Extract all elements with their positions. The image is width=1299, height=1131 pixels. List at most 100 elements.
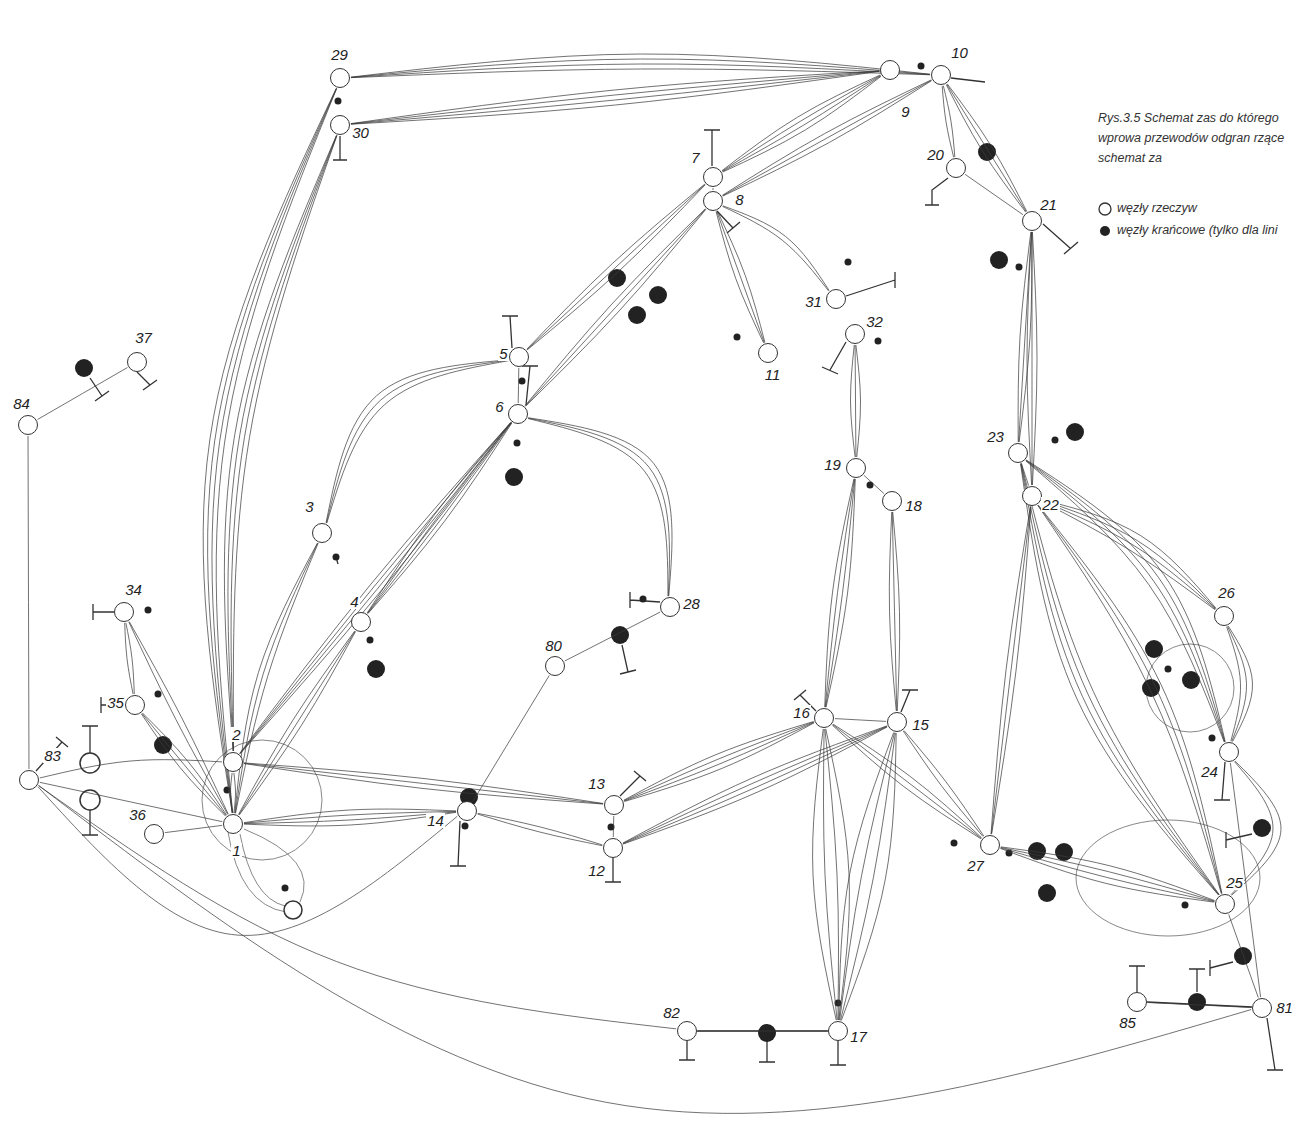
terminal-symbol — [822, 342, 846, 374]
terminal-symbol — [1189, 969, 1205, 992]
network-node: 35 — [125, 695, 145, 715]
line-bundle — [231, 773, 236, 813]
node-number: 13 — [587, 776, 606, 791]
network-node: 29 — [330, 68, 350, 88]
node-number: 23 — [986, 429, 1005, 444]
line-bundle — [141, 713, 226, 816]
auxiliary-node — [80, 753, 302, 919]
line-bundle — [40, 760, 222, 778]
line-bundle — [525, 209, 706, 406]
node-number: 17 — [849, 1029, 868, 1044]
network-node: 4 — [351, 612, 371, 632]
network-node: 82 — [677, 1021, 697, 1041]
terminal-dot — [367, 637, 374, 644]
terminal-symbol — [951, 78, 985, 82]
terminal-dot — [640, 596, 647, 603]
node-number: 24 — [1200, 764, 1219, 779]
network-node: 83 — [19, 770, 39, 790]
network-node: 26 — [1214, 606, 1234, 626]
loop-line — [1076, 820, 1260, 936]
terminal-node — [75, 143, 1271, 1042]
line-bundle — [38, 368, 128, 420]
network-node: 84 — [18, 415, 38, 435]
auxiliary-node — [284, 901, 302, 919]
terminal-dot — [145, 607, 152, 614]
network-node: 32 — [845, 324, 865, 344]
network-node: 13 — [604, 795, 624, 815]
terminal-symbol — [630, 592, 660, 608]
terminal-dot — [1165, 666, 1172, 673]
figure-caption: Rys.3.5 Schemat zas do którego wprowa pr… — [1098, 108, 1288, 168]
network-node: 85 — [1127, 992, 1147, 1012]
line-bundle — [1021, 463, 1220, 895]
terminal-symbol — [36, 78, 1283, 1070]
line-bundle — [38, 786, 676, 1029]
network-node: 20 — [946, 158, 966, 178]
node-number: 81 — [1275, 1000, 1294, 1015]
terminal-node — [611, 626, 629, 644]
line-bundle — [613, 816, 614, 837]
node-number: 1 — [231, 843, 241, 858]
network-node: 36 — [144, 824, 164, 844]
node-number: 16 — [792, 705, 811, 720]
line-bundle — [518, 368, 520, 403]
terminal-dot — [1182, 902, 1189, 909]
network-node: 23 — [1008, 443, 1028, 463]
line-bundle — [698, 1031, 827, 1032]
legend-text: węzły rzeczyw — [1117, 200, 1197, 218]
loop-line — [240, 834, 285, 906]
terminal-symbol — [93, 604, 114, 620]
loop-line — [228, 832, 286, 912]
terminal-dot — [1052, 437, 1059, 444]
line-bundle — [1148, 1003, 1251, 1008]
terminal-node — [1066, 423, 1084, 441]
node-number: 20 — [926, 147, 945, 162]
line-bundle — [326, 360, 509, 523]
node-number: 31 — [804, 294, 823, 309]
terminal-dot — [845, 259, 852, 266]
node-number: 2 — [231, 727, 241, 742]
terminal-symbol — [679, 1041, 695, 1060]
line-bundle — [722, 80, 931, 196]
network-node: 10 — [931, 65, 951, 85]
network-node: 2 — [223, 752, 243, 772]
network-node: 37 — [127, 352, 147, 372]
line-bundle — [1227, 626, 1253, 741]
line-bundle — [125, 623, 135, 694]
node-number: 34 — [124, 582, 143, 597]
terminal-dot — [734, 334, 741, 341]
line-bundle — [528, 418, 672, 596]
terminal-symbol — [1210, 960, 1233, 976]
terminal-dot — [1209, 735, 1216, 742]
network-node: 30 — [330, 115, 350, 135]
node-number: 11 — [764, 367, 782, 382]
node-number: 32 — [865, 314, 884, 329]
node-number: 84 — [12, 396, 31, 411]
node-number: 22 — [1041, 497, 1060, 512]
terminal-node — [1038, 884, 1056, 902]
terminal-symbol — [704, 130, 720, 166]
node-number: 21 — [1039, 197, 1058, 212]
terminal-symbol — [137, 372, 157, 390]
line-bundle — [903, 731, 983, 837]
node-number: 85 — [1118, 1015, 1137, 1030]
terminal-symbol — [925, 178, 948, 205]
node-number: 14 — [426, 813, 445, 828]
terminal-node — [367, 660, 385, 678]
node-number: 6 — [494, 399, 504, 414]
node-number: 26 — [1217, 585, 1236, 600]
terminal-symbol — [759, 1040, 775, 1062]
terminal-symbol — [90, 378, 109, 401]
network-node: 11 — [758, 343, 778, 363]
line-bundle — [1027, 232, 1037, 485]
line-bundle — [240, 422, 512, 753]
network-node: 81 — [1252, 998, 1272, 1018]
line-bundle — [1026, 460, 1225, 742]
node-number: 5 — [498, 346, 508, 361]
terminal-dot — [145, 63, 1216, 1007]
terminal-symbol — [901, 690, 918, 712]
line-bundle — [965, 174, 1023, 214]
node-number: 12 — [587, 863, 606, 878]
line-bundle — [38, 787, 457, 936]
